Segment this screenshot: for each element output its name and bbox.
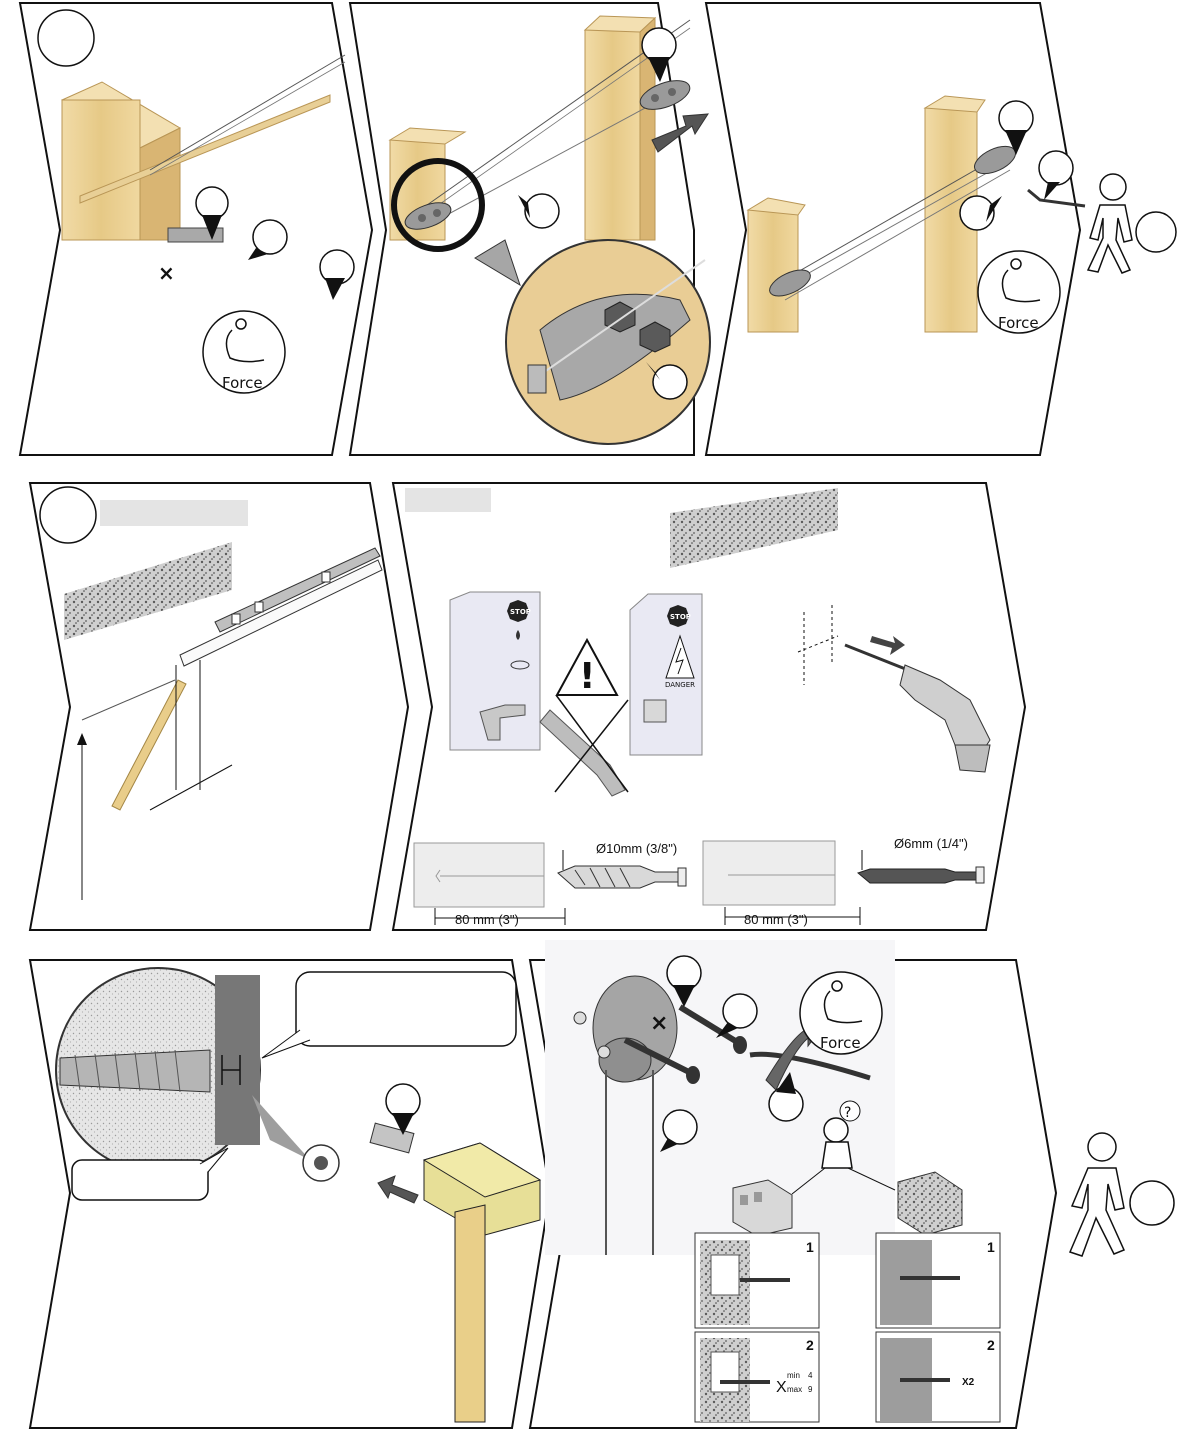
turns-x: X [776,1379,787,1396]
outlet-icon [644,700,666,722]
drill-diameter-label: Ø10mm (3/8") [596,841,677,856]
panel-2 [350,3,710,455]
hole-diagram [414,843,544,907]
cross-mark: × [158,261,175,285]
force-icon: Force [203,311,285,393]
step-number-circle [38,10,94,66]
turns-min-label: min [787,1371,800,1380]
turns-max-label: max [787,1385,802,1394]
cross-mark: × [650,1011,668,1036]
panel-4 [30,483,408,930]
drill-depth-label: 80 mm (3") [455,912,519,927]
walking-person-icon [1070,1133,1174,1256]
zoom-detail [506,240,710,444]
force-label: Force [820,1034,861,1052]
anchor-zoom-detail [56,968,260,1172]
step-number: 2 [806,1337,814,1353]
hidden-pipe-warning: STOP [450,592,540,750]
turns-x2: X2 [962,1377,975,1388]
panel-7: × Force ? [530,940,1056,1428]
panel-3: Force [706,3,1085,455]
title-bar [100,500,248,526]
wood-post [748,210,798,332]
hollow-wall-step-1: 1 [695,1233,819,1328]
panel-5: STOP ! STOP DANGER [393,483,1025,930]
callout-box [72,1160,208,1200]
step-number-circle [40,487,96,543]
svg-text:!: ! [579,656,595,697]
hidden-wire-warning: STOP DANGER [630,594,702,755]
stop-label: STOP [670,613,691,621]
force-label: Force [222,374,263,392]
drill-diameter-label: Ø6mm (1/4") [894,836,968,851]
hole-diagram [703,841,835,905]
step-number: 1 [806,1239,814,1255]
stop-label: STOP [510,608,531,616]
walking-person-icon [1088,174,1176,273]
danger-label: DANGER [665,681,695,689]
drilled-hole [303,1145,339,1181]
callout-box [296,972,516,1046]
step-number: 1 [987,1239,995,1255]
drill-depth-label: 80 mm (3") [744,912,808,927]
panel-6 [30,960,550,1428]
question-mark: ? [844,1105,851,1121]
solid-wall-step-2: 2 X2 [876,1332,1000,1422]
turns-min-value: 4 [808,1371,813,1380]
turns-max-value: 9 [808,1385,813,1394]
hollow-wall-step-2: 2 X min 4 max 9 [695,1332,819,1422]
force-icon: Force [978,251,1060,333]
force-icon: Force [800,972,882,1054]
force-label: Force [998,314,1039,332]
panel-1: × Force [20,3,372,455]
solid-wall-step-1: 1 [876,1233,1000,1328]
step-number: 2 [987,1337,995,1353]
title-bar [405,488,491,512]
